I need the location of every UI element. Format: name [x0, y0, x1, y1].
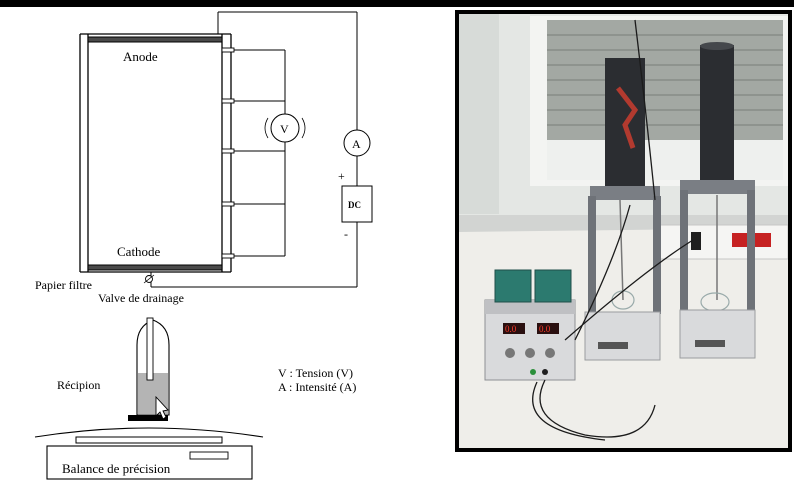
- cathode-label: Cathode: [117, 244, 161, 259]
- power-supply-value-right: 0.0: [539, 324, 551, 334]
- electrokinetic-cell: [79, 33, 232, 273]
- top-rule: [0, 0, 794, 7]
- drainage-valve: [143, 274, 155, 284]
- photo-balance-left: [584, 311, 661, 361]
- green-device-right: [534, 269, 572, 303]
- vessel-base: [128, 415, 168, 421]
- drainage-valve-label: Valve de drainage: [98, 291, 184, 305]
- filter-paper-label: Papier filtre: [35, 278, 92, 292]
- balance-label: Balance de précision: [62, 461, 171, 476]
- lab-photo-frame: 0.0 0.0: [455, 10, 792, 452]
- left-column-stand: [588, 58, 661, 314]
- anode-label: Anode: [123, 49, 158, 64]
- legend-tension: V : Tension (V): [278, 366, 353, 380]
- dc-label: DC: [348, 200, 361, 210]
- voltmeter-wiring: [234, 49, 286, 257]
- right-column-stand: [680, 42, 755, 312]
- green-device-left: [494, 269, 532, 303]
- probe-electrodes: [221, 47, 235, 259]
- recipient-label: Récipion: [57, 378, 100, 392]
- voltmeter: V: [264, 113, 306, 143]
- balance-display: [189, 451, 229, 460]
- electrokinetic-schematic: Anode Cathode V: [34, 11, 373, 480]
- voltmeter-label: V: [280, 122, 289, 136]
- plus-sign: +: [338, 169, 345, 183]
- power-supply-display-left: [503, 323, 525, 334]
- cursor-arrow-icon: [155, 395, 169, 420]
- power-circuit-wiring: [150, 11, 358, 288]
- anode-plate: [87, 36, 223, 43]
- ammeter: A: [343, 129, 371, 157]
- ammeter-label: A: [352, 137, 361, 151]
- minus-sign: -: [344, 227, 348, 241]
- drain-tube: [146, 317, 154, 381]
- precision-balance: Balance de précision: [34, 427, 264, 480]
- photo-cables: [532, 19, 694, 441]
- photo-balance-right: [679, 309, 756, 359]
- photo-power-supply: 0.0 0.0: [484, 299, 576, 381]
- cathode-plate: [87, 264, 223, 271]
- power-supply-value-left: 0.0: [505, 324, 517, 334]
- blind-slats: [547, 34, 783, 126]
- dc-power-supply: DC + -: [338, 169, 373, 241]
- lab-photo: 0.0 0.0: [455, 10, 792, 452]
- power-supply-display-right: [537, 323, 559, 334]
- legend-intensity: A : Intensité (A): [278, 380, 356, 394]
- collection-vessel: [128, 317, 170, 421]
